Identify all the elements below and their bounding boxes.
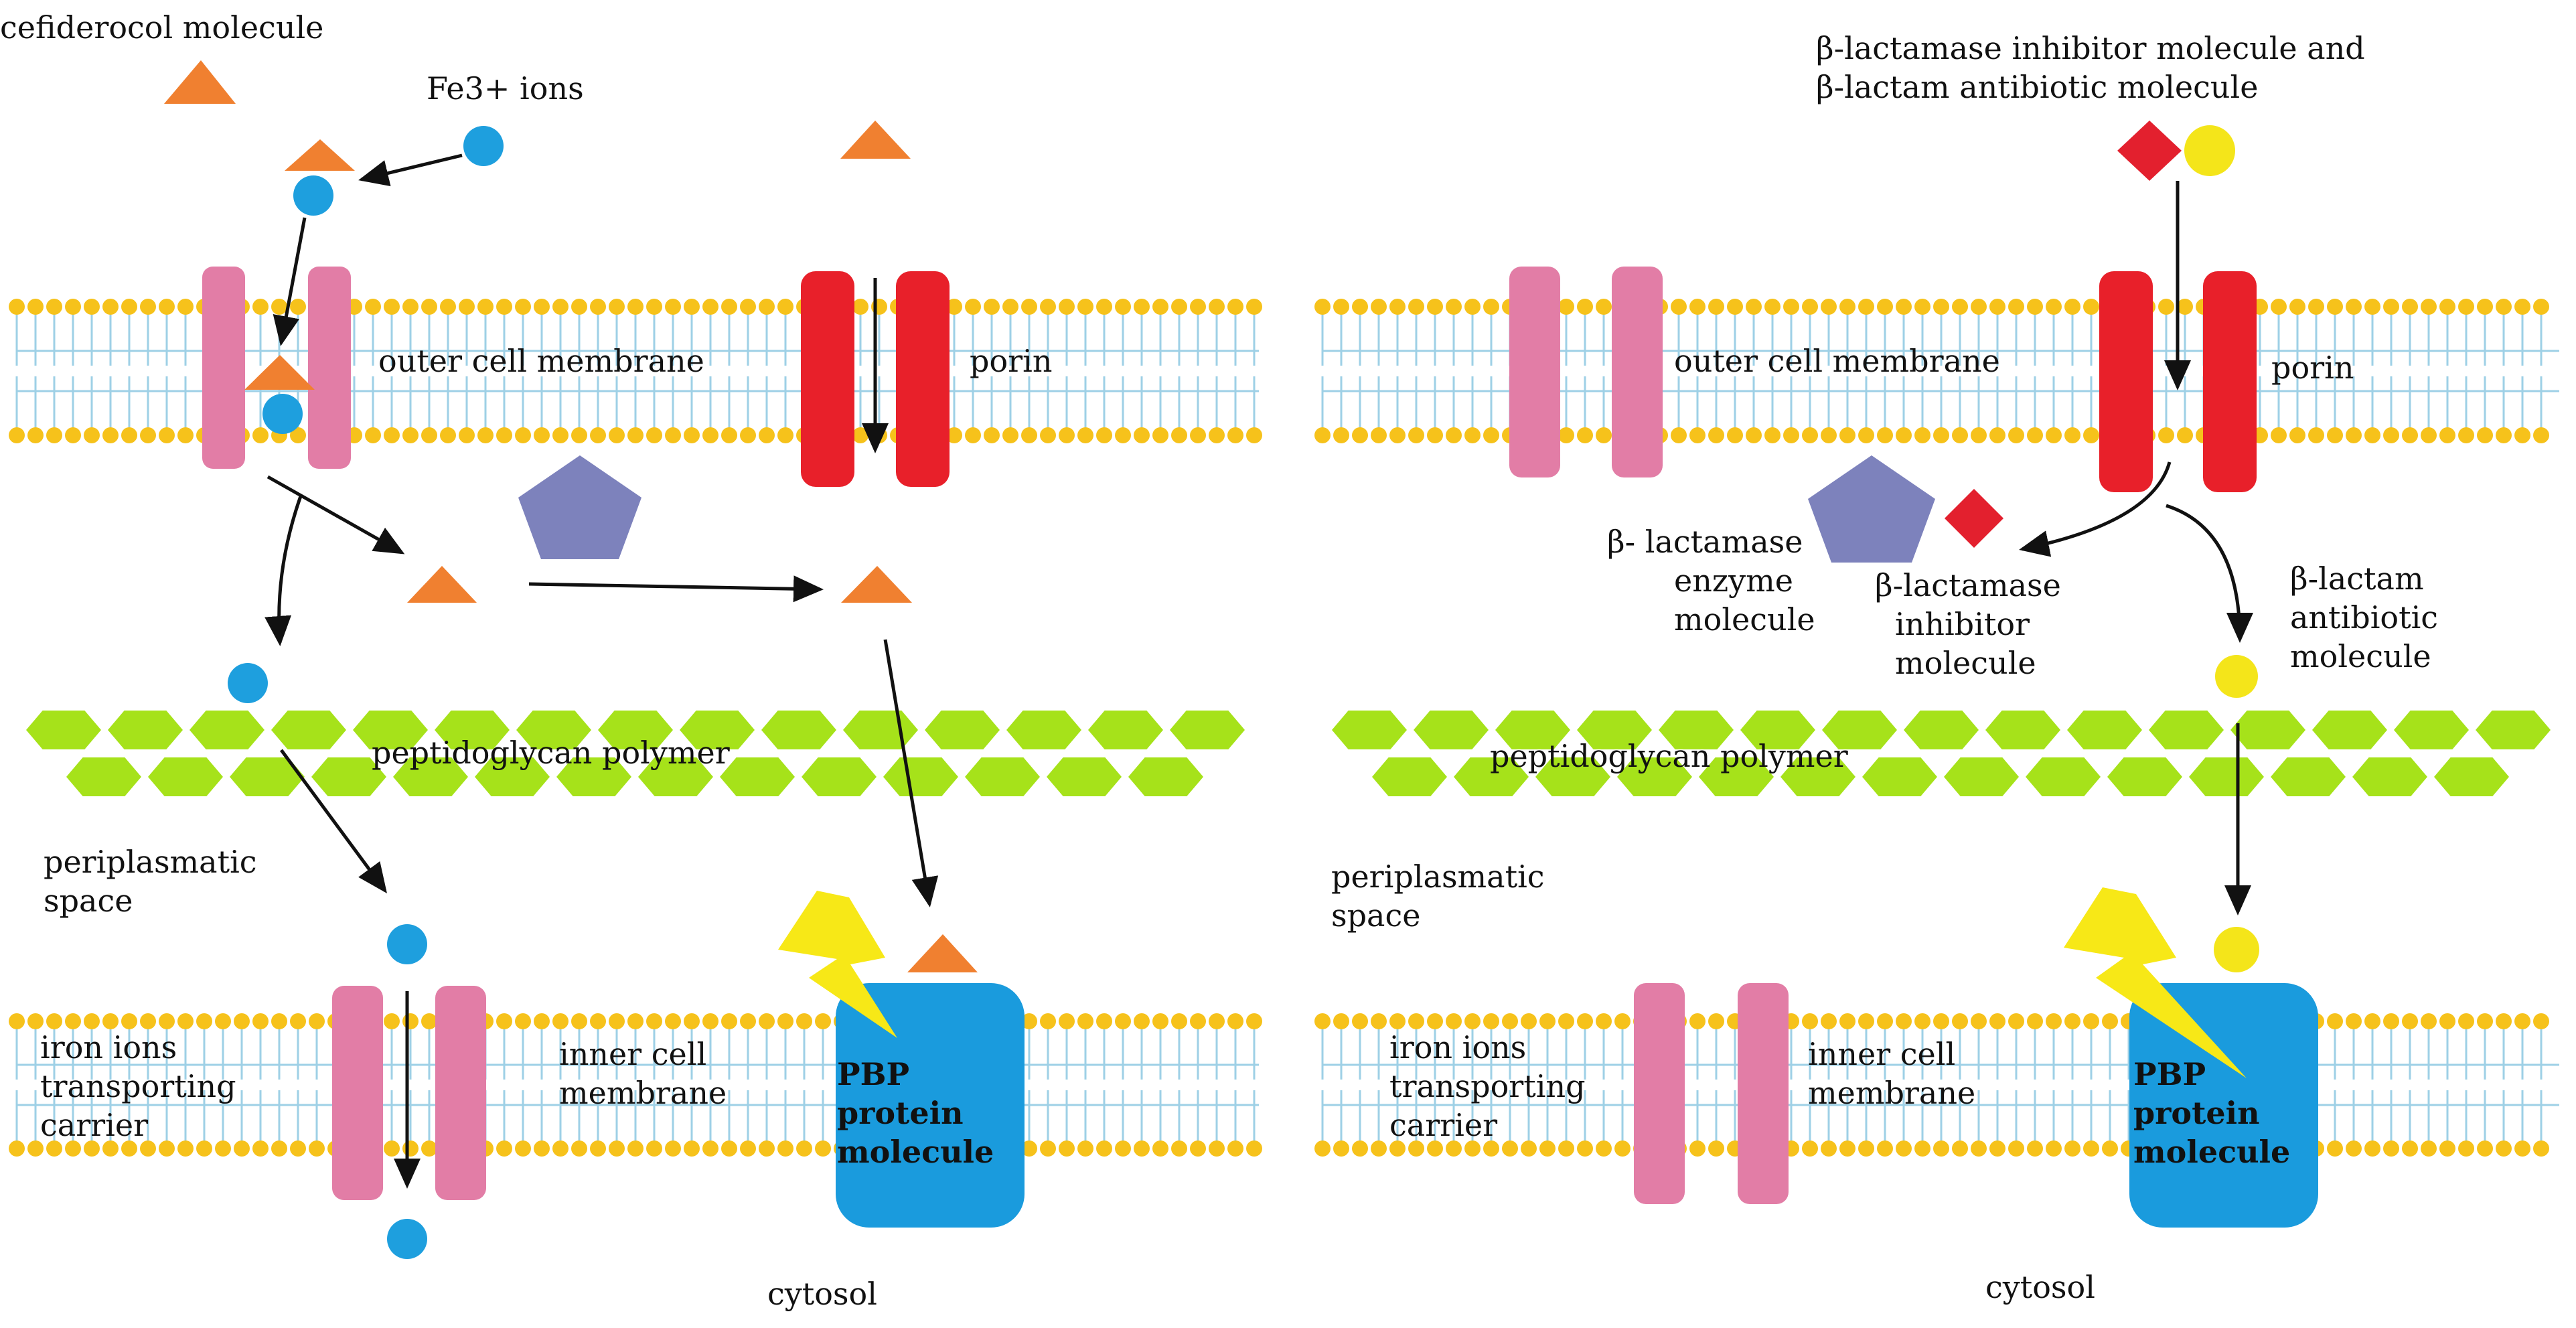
arrow-porin-to-inhibitor — [2019, 461, 2172, 557]
iron-cytosol-icon — [387, 1219, 427, 1259]
left-panel: cefiderocol molecule Fe3+ ions outer cel… — [0, 9, 1052, 1312]
cefiderocol-periplasm-icon — [407, 566, 477, 603]
inhibitor-bound-enzyme-icon — [1945, 489, 2003, 548]
right-cytosol-label: cytosol — [1985, 1269, 2095, 1305]
arrow-complex-to-carrier — [273, 217, 307, 346]
iron-in-carrier-icon — [262, 394, 303, 434]
arrow-cefiderocol-to-porin-side — [528, 575, 824, 603]
cefiderocol-label: cefiderocol molecule — [0, 9, 323, 46]
right-porin-a — [2099, 271, 2153, 492]
lipid-bilayer — [9, 299, 1262, 443]
left-outer-carrier-b — [308, 267, 351, 469]
arrow-iron-to-inner-carrier — [279, 749, 387, 894]
right-porin-label: porin — [2271, 350, 2354, 386]
arrow-carrier-to-cefiderocol — [267, 475, 405, 555]
left-porin-label: porin — [970, 343, 1052, 379]
arrow-cefiderocol-to-pbp — [883, 639, 939, 907]
cefiderocol-outside-porin-icon — [840, 121, 911, 159]
right-outer-carrier-a — [1509, 267, 1560, 477]
right-peptidoglycan-label: peptidoglycan polymer — [1490, 738, 1848, 774]
cefiderocol-bound-pbp-icon — [907, 934, 978, 972]
fe-ions-label: Fe3+ ions — [427, 70, 584, 106]
left-porin-a — [801, 271, 854, 487]
right-porin-b — [2203, 271, 2257, 492]
antibiotic-molecule-icon — [2184, 125, 2235, 176]
right-outer-carrier-b — [1612, 267, 1663, 477]
antibiotic-bound-pbp-icon — [2214, 927, 2259, 972]
iron-before-inner-carrier-icon — [387, 924, 427, 964]
right-outer-membrane-label: outer cell membrane — [1674, 343, 2000, 379]
left-inner-carrier-b — [435, 986, 486, 1200]
cefiderocol-in-carrier-icon — [244, 355, 315, 390]
antibiotic-periplasm-icon — [2215, 655, 2258, 698]
left-inner-carrier-a — [332, 986, 383, 1200]
cefiderocol-fe-complex-icon — [285, 139, 355, 171]
left-cytosol-label: cytosol — [767, 1276, 877, 1312]
right-pbp-protein — [2129, 983, 2318, 1228]
left-lactamase-enzyme — [518, 455, 641, 559]
peptidoglycan-layers — [26, 711, 2551, 796]
peptidoglycan-polymer — [1332, 711, 2551, 796]
right-lightning-bolt-icon — [2064, 887, 2247, 1078]
right-inner-carrier-b — [1738, 983, 1789, 1204]
arrow-porin-to-antibiotic — [2166, 504, 2253, 643]
left-peptidoglycan-label: peptidoglycan polymer — [372, 735, 730, 771]
fe-ion-free-icon — [463, 126, 504, 166]
iron-ion-icon — [293, 175, 333, 216]
inhibitor-molecule-icon — [2117, 121, 2182, 181]
iron-periplasm-icon — [228, 663, 268, 703]
arrow-carrier-to-iron — [264, 494, 303, 646]
left-pbp-protein — [836, 983, 1025, 1228]
right-inner-carrier-a — [1634, 983, 1685, 1204]
left-outer-carrier-a — [202, 267, 245, 469]
right-lactamase-enzyme — [1808, 455, 1935, 563]
left-outer-membrane-label: outer cell membrane — [378, 343, 704, 379]
cefiderocol-molecule-icon — [164, 60, 236, 104]
arrow-fe-to-cefiderocol — [358, 153, 463, 187]
cefiderocol-after-porin-icon — [841, 566, 912, 603]
left-lightning-bolt-icon — [778, 891, 897, 1038]
left-porin-b — [896, 271, 950, 487]
